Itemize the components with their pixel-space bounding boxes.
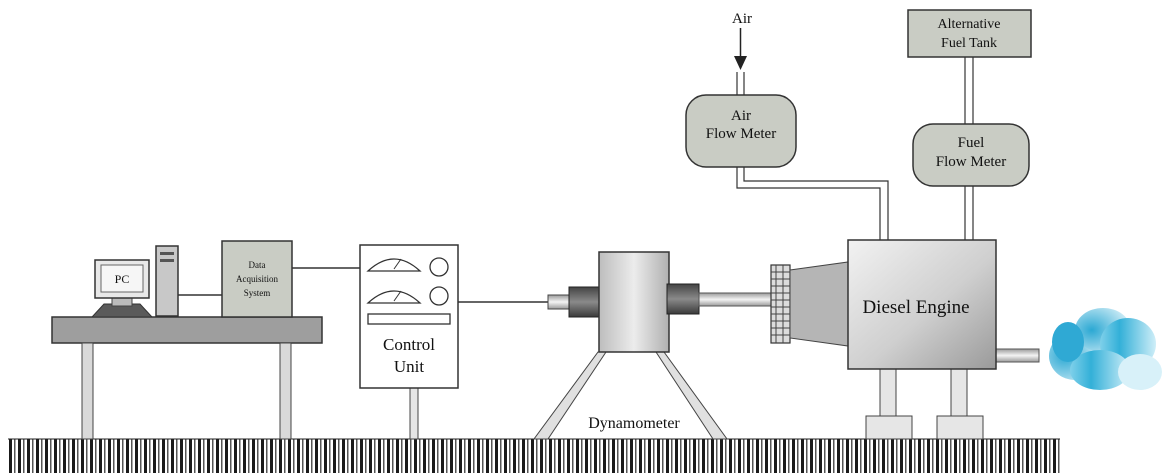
pc-label: PC xyxy=(115,272,130,286)
table-leg-right xyxy=(279,342,292,440)
table-top xyxy=(51,316,323,344)
gauge-needle xyxy=(393,258,402,270)
fuel-tank-box xyxy=(907,9,1032,58)
keyboard xyxy=(90,303,154,318)
air-flow-meter: Air Flow Meter xyxy=(685,94,797,168)
flywheel xyxy=(770,261,849,347)
fuel-flow-meter-label-line2: Flow Meter xyxy=(936,154,1006,170)
control-unit-post xyxy=(409,387,419,440)
fuel-flow-meter-label-line1: Fuel xyxy=(958,135,985,151)
engine-mount-post xyxy=(950,363,968,417)
control-unit: Control Unit xyxy=(359,244,459,440)
control-unit-label-line1: Control xyxy=(383,335,435,354)
floor-hatch xyxy=(8,439,1060,473)
bellhousing xyxy=(789,261,849,347)
control-slot xyxy=(367,313,451,325)
control-unit-label-line2: Unit xyxy=(394,357,425,376)
dyno-body xyxy=(598,251,670,353)
diesel-engine: Diesel Engine xyxy=(847,239,997,370)
air-flow-meter-box xyxy=(685,94,797,168)
knob-icon xyxy=(429,286,449,306)
exhaust-cloud-icon xyxy=(1049,308,1162,390)
knob-icon xyxy=(429,257,449,277)
gauge-icon xyxy=(366,258,422,272)
air-flow-meter-label-line1: Air xyxy=(731,108,751,124)
engine-block xyxy=(847,239,997,370)
daq-label-line2: Acquisition xyxy=(236,274,278,284)
fuel-tank-label-line1: Alternative xyxy=(938,17,1001,32)
exhaust-pipe xyxy=(994,348,1040,363)
alternative-fuel-tank: Alternative Fuel Tank xyxy=(907,9,1032,58)
fuel-pipe xyxy=(964,57,974,240)
air-inlet-arrow: Air xyxy=(732,11,752,70)
engine-mount-post xyxy=(879,363,897,417)
air-flow-meter-label-line2: Flow Meter xyxy=(706,126,776,142)
daq-label-line1: Data xyxy=(249,260,266,270)
table xyxy=(51,316,323,440)
pc-tower xyxy=(155,245,179,317)
drive-shaft xyxy=(698,292,774,307)
diesel-engine-label: Diesel Engine xyxy=(862,297,969,318)
floor xyxy=(8,438,1060,473)
data-acquisition-system: Data Acquisition System xyxy=(221,240,293,318)
engine-mount-base xyxy=(936,415,984,440)
pc-tower-drive xyxy=(160,252,174,255)
flywheel-body xyxy=(770,264,791,344)
daq-label-line3: System xyxy=(244,288,271,298)
dyno-coupling-left xyxy=(568,286,602,318)
engine-mounts xyxy=(865,363,984,440)
daq-box xyxy=(221,240,293,318)
fuel-flow-meter-box xyxy=(912,123,1030,187)
gauge-icon xyxy=(366,290,422,304)
pc-tower-drive xyxy=(160,259,174,262)
engine-mount-base xyxy=(865,415,913,440)
fuel-tank-label-line2: Fuel Tank xyxy=(941,36,997,51)
table-leg-left xyxy=(81,342,94,440)
dyno-coupling-right xyxy=(666,283,700,315)
dyno-shaft-left xyxy=(547,294,573,310)
air-label: Air xyxy=(732,11,752,27)
dynamometer-label: Dynamometer xyxy=(588,415,680,432)
monitor-screen xyxy=(100,264,144,293)
pc: PC xyxy=(90,245,179,318)
gauge-needle xyxy=(393,290,402,302)
fuel-flow-meter: Fuel Flow Meter xyxy=(912,123,1030,187)
air-intake-pipe xyxy=(736,72,889,240)
flywheel-teeth xyxy=(771,265,790,343)
dynamometer: Dynamometer xyxy=(533,251,728,440)
